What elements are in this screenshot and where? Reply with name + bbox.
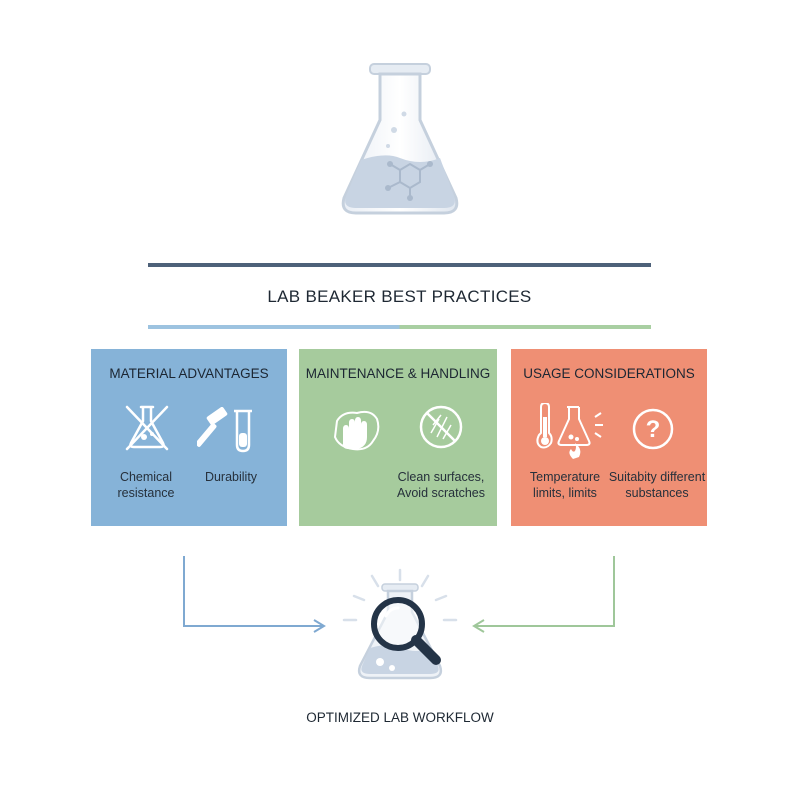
- label-chemical-resistance: Chemical resistance: [117, 470, 175, 500]
- label-clean-surfaces: Clean surfaces, Avoid scratches: [396, 470, 485, 500]
- green-arrow: [472, 556, 615, 633]
- label-suitability: Suitabity different substances: [608, 470, 706, 500]
- hammer-test-tube-icon: [197, 407, 252, 453]
- bottom-divider: [148, 325, 651, 329]
- erlenmeyer-flask-icon: [341, 63, 459, 215]
- panel-maintenance-handling: MAINTENANCE & HANDLING Clean surfaces, A…: [299, 349, 497, 526]
- crossed-flask-icon: [125, 405, 169, 451]
- panel-title: MATERIAL ADVANTAGES: [109, 366, 269, 381]
- panel-usage-considerations: USAGE CONSIDERATIONS ? Temperature limit…: [511, 349, 707, 526]
- thermometer-flask-icon: [536, 403, 603, 459]
- panel-material-advantages: MATERIAL ADVANTAGES Chemical resistance …: [91, 349, 287, 526]
- question-icon: ?: [632, 408, 674, 450]
- panel-title: MAINTENANCE & HANDLING: [305, 366, 491, 381]
- label-temperature-limits: Temperature limits, limits: [529, 470, 601, 500]
- svg-text:?: ?: [646, 416, 661, 443]
- label-durability: Durability: [204, 470, 258, 484]
- wiping-hand-icon: [333, 410, 380, 451]
- blue-arrow: [183, 556, 326, 633]
- magnifier-flask-icon: [342, 568, 458, 680]
- diagram-title: LAB BEAKER BEST PRACTICES: [267, 287, 532, 306]
- panel-title: USAGE CONSIDERATIONS: [523, 366, 695, 381]
- top-divider: [148, 263, 651, 267]
- outcome-label: OPTIMIZED LAB WORKFLOW: [306, 710, 494, 725]
- no-scratches-icon: [419, 405, 463, 449]
